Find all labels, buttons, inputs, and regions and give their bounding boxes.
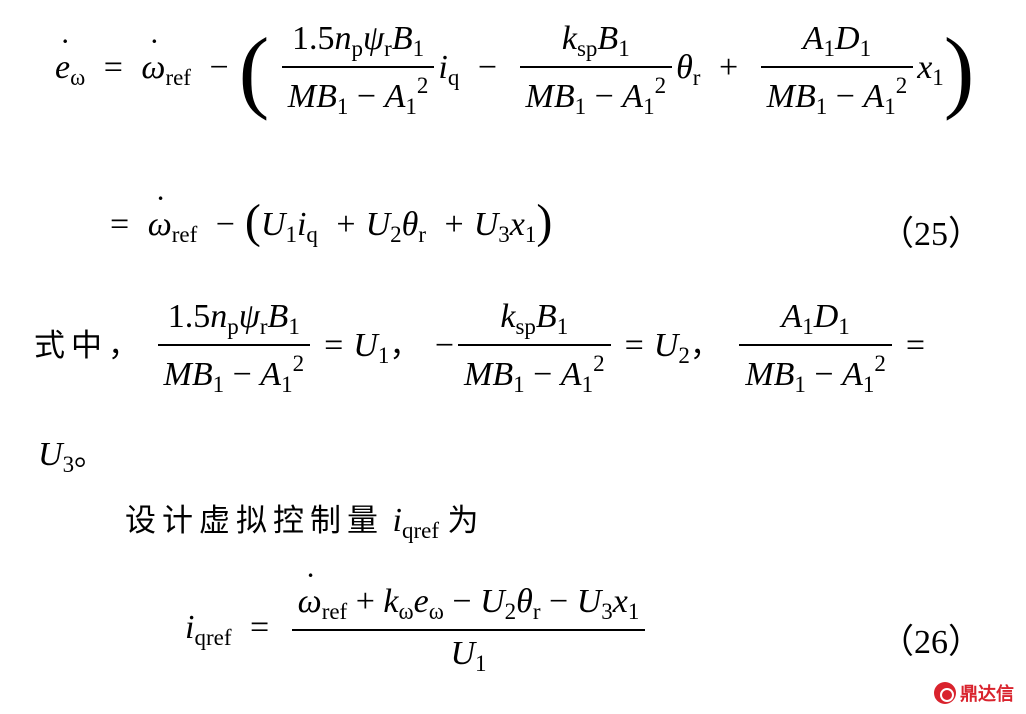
equation-26-number: （26） xyxy=(880,624,982,661)
comma-1: ， xyxy=(389,327,427,364)
watermark-logo: 鼎达信 xyxy=(934,680,1014,706)
logo-icon xyxy=(934,682,956,704)
design-sentence: 设计虚拟控制量 iqref 为 xyxy=(125,502,485,543)
period: 。 xyxy=(74,437,112,473)
logo-text: 鼎达信 xyxy=(960,684,1014,705)
equation-25-number: （25） xyxy=(880,216,982,253)
where-prefix: 式中， xyxy=(34,327,145,364)
u3-line: U3。 xyxy=(38,436,112,477)
equation-25-line-2: = ωref −(U1iq +U2θr +U3x1) xyxy=(100,198,552,247)
design-suffix: 为 xyxy=(447,503,485,539)
comma-2: ， xyxy=(689,327,727,364)
design-prefix: 设计虚拟控制量 xyxy=(125,503,384,539)
